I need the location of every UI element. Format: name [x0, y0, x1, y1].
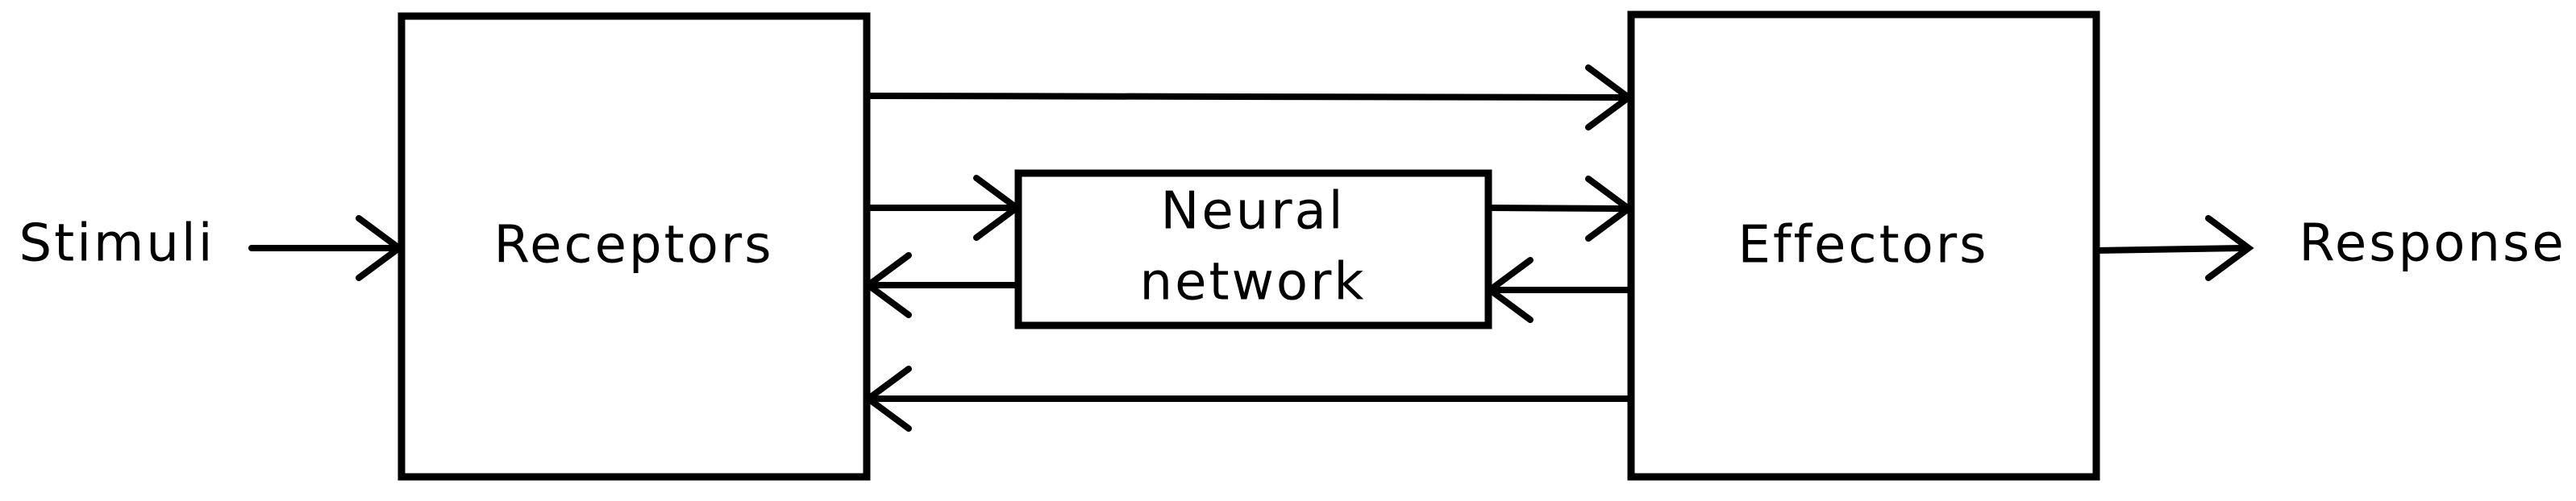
arrow-stimuli-to-receptors [248, 215, 405, 281]
arrowhead-right [356, 215, 405, 281]
arrowhead-right [1585, 64, 1634, 130]
stimuli-label: Stimuli [19, 214, 215, 274]
arrow-receptors-to-effectors-top [864, 64, 1634, 130]
arrowhead-right [2205, 215, 2254, 281]
arrow-shaft [1488, 205, 1627, 212]
arrow-shaft [2093, 245, 2246, 254]
arrow-effectors-to-neural-network [1484, 257, 1633, 323]
receptors-box [397, 12, 871, 481]
arrow-shaft [864, 93, 1627, 101]
response-label: Response [2299, 214, 2566, 274]
arrow-effectors-to-receptors-bottom [863, 366, 1633, 432]
arrow-neural-network-to-receptors [863, 252, 1020, 318]
neural-network-label-line1: Neural [1160, 182, 1345, 242]
arrowhead-right [973, 175, 1022, 241]
receptors-label: Receptors [493, 216, 773, 275]
arrow-receptors-to-neural-network [864, 175, 1022, 241]
arrowhead-left [1484, 257, 1534, 323]
arrow-neural-network-to-effectors [1488, 176, 1634, 242]
neural-network-box [1014, 169, 1492, 329]
arrowhead-right [1585, 176, 1634, 242]
effectors-box [1627, 10, 2100, 481]
arrowhead-left [863, 252, 912, 318]
neural-network-label-line2: network [1140, 253, 1367, 313]
arrowhead-left [863, 366, 912, 432]
effectors-label: Effectors [1738, 216, 1989, 275]
arrow-effectors-to-response [2093, 215, 2254, 281]
